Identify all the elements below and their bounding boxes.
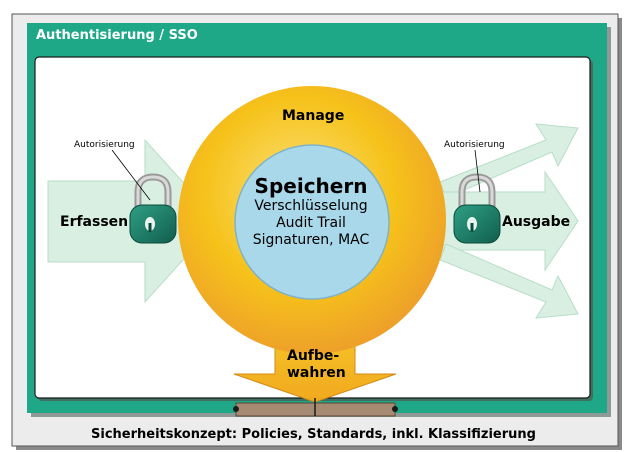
- output-arrow-down: [439, 243, 579, 319]
- frame-title: Authentisierung / SSO: [36, 28, 198, 43]
- storage-heading: Speichern: [254, 174, 368, 198]
- storage-line-encryption: Verschlüsselung: [254, 198, 368, 214]
- archive-label-line1: Aufbe-: [287, 348, 340, 364]
- archive-label-line2: wahren: [287, 365, 346, 381]
- left-lock-caption: Autorisierung: [74, 140, 135, 150]
- left-caption-leader: [111, 149, 151, 201]
- storage-line-audit: Audit Trail: [276, 215, 346, 231]
- bar-joint-right: [392, 406, 398, 412]
- left-lock-icon: [129, 173, 177, 244]
- output-label: Ausgabe: [502, 214, 571, 230]
- storage-line-signatures: Signaturen, MAC: [252, 232, 370, 248]
- input-label: Erfassen: [60, 214, 129, 230]
- manage-label: Manage: [282, 108, 345, 124]
- policy-footer: Sicherheitskonzept: Policies, Standards,…: [91, 427, 536, 442]
- right-lock-caption: Autorisierung: [444, 140, 505, 150]
- bar-joint-left: [233, 406, 239, 412]
- storage-core: [234, 144, 390, 300]
- right-caption-leader: [474, 149, 481, 193]
- right-lock-icon: [453, 173, 501, 244]
